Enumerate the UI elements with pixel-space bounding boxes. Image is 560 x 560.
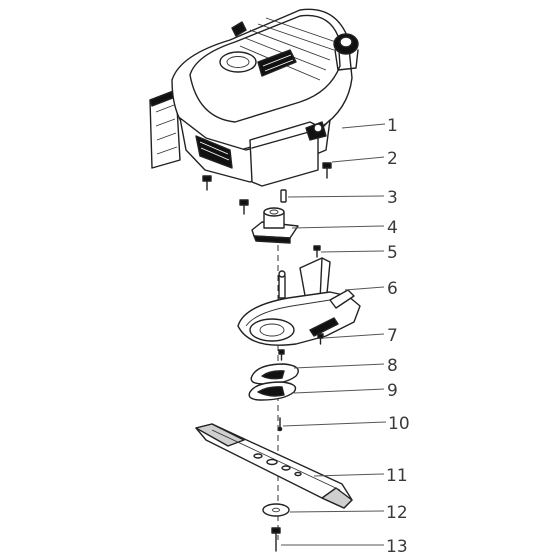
crankshaft-key [280, 189, 287, 203]
callout-4: 4 [387, 218, 398, 238]
callout-10: 10 [388, 414, 410, 434]
engine-bolt [239, 199, 249, 215]
leader-10 [282, 421, 387, 427]
leader-2 [331, 156, 385, 163]
callout-7: 7 [387, 326, 398, 346]
callout-6: 6 [387, 279, 398, 299]
callout-8: 8 [387, 356, 398, 376]
callout-1: 1 [387, 116, 398, 136]
deflector-screw [313, 245, 321, 258]
lower-washer [248, 381, 297, 401]
callout-13: 13 [386, 537, 408, 557]
blade-bolt [271, 527, 281, 552]
leader-lines [281, 123, 387, 546]
engine [149, 8, 359, 187]
callout-12: 12 [386, 503, 408, 523]
blade-washer [262, 503, 290, 517]
callout-numbers: 1 2 3 4 5 6 7 8 9 10 11 12 13 [386, 116, 410, 557]
callout-3: 3 [387, 188, 398, 208]
leader-8 [293, 363, 385, 369]
leader-12 [289, 510, 385, 513]
callout-11: 11 [386, 466, 408, 486]
leader-11 [313, 473, 385, 477]
callout-9: 9 [387, 381, 398, 401]
plate-screw [317, 333, 324, 345]
blade-pin [277, 417, 283, 432]
leader-3 [287, 195, 385, 198]
blade-adapter [251, 207, 299, 244]
cutting-blade [195, 423, 353, 509]
callout-5: 5 [387, 243, 398, 263]
upper-washer [250, 363, 299, 385]
engine-bolt [322, 162, 332, 179]
engine-bolt [202, 175, 212, 191]
leader-5 [320, 250, 385, 253]
leader-1 [341, 123, 386, 129]
engine-bolts [202, 162, 332, 215]
centre-screw [278, 349, 285, 361]
cutting-deck-plate [237, 257, 361, 346]
callout-2: 2 [387, 149, 398, 169]
leader-9 [293, 388, 385, 394]
leader-6 [344, 286, 385, 291]
leader-7 [323, 333, 385, 339]
leader-4 [291, 225, 385, 229]
